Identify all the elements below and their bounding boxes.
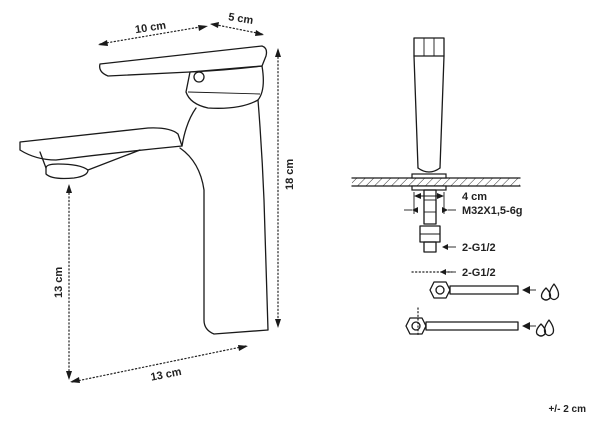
- tolerance-note: +/- 2 cm: [548, 404, 586, 415]
- connector-fitting: 2-G1/2: [419, 225, 496, 254]
- countertop: [351, 173, 521, 191]
- base-depth-label: 13 cm: [150, 366, 183, 384]
- faucet-outline: [19, 45, 269, 335]
- hose-thread-label: 2-G1/2: [462, 267, 496, 279]
- faucet-body-column: [413, 37, 445, 173]
- thread-spec-label: M32X1,5-6g: [462, 205, 523, 217]
- dimension-handle-depth: 5 cm: [210, 11, 264, 36]
- dimension-total-height: 18 cm: [275, 48, 296, 328]
- dimension-spout-height: 13 cm: [53, 184, 72, 380]
- spout-length-label: 10 cm: [134, 20, 167, 37]
- lower-hose-assembly: [405, 307, 536, 337]
- handle-depth-label: 5 cm: [227, 11, 254, 27]
- threaded-rod: M32X1,5-6g: [404, 189, 523, 225]
- connector-thread-label: 2-G1/2: [462, 242, 496, 254]
- total-height-label: 18 cm: [284, 159, 296, 190]
- water-drop-icon: [540, 283, 560, 301]
- hole-size-label: 4 cm: [462, 191, 487, 203]
- spout-height-label: 13 cm: [53, 267, 65, 298]
- dimension-base-depth: 13 cm: [70, 345, 248, 384]
- water-drop-icon: [535, 319, 555, 337]
- dimension-spout-length: 10 cm: [98, 20, 208, 46]
- upper-hose-assembly: 2-G1/2: [411, 267, 536, 299]
